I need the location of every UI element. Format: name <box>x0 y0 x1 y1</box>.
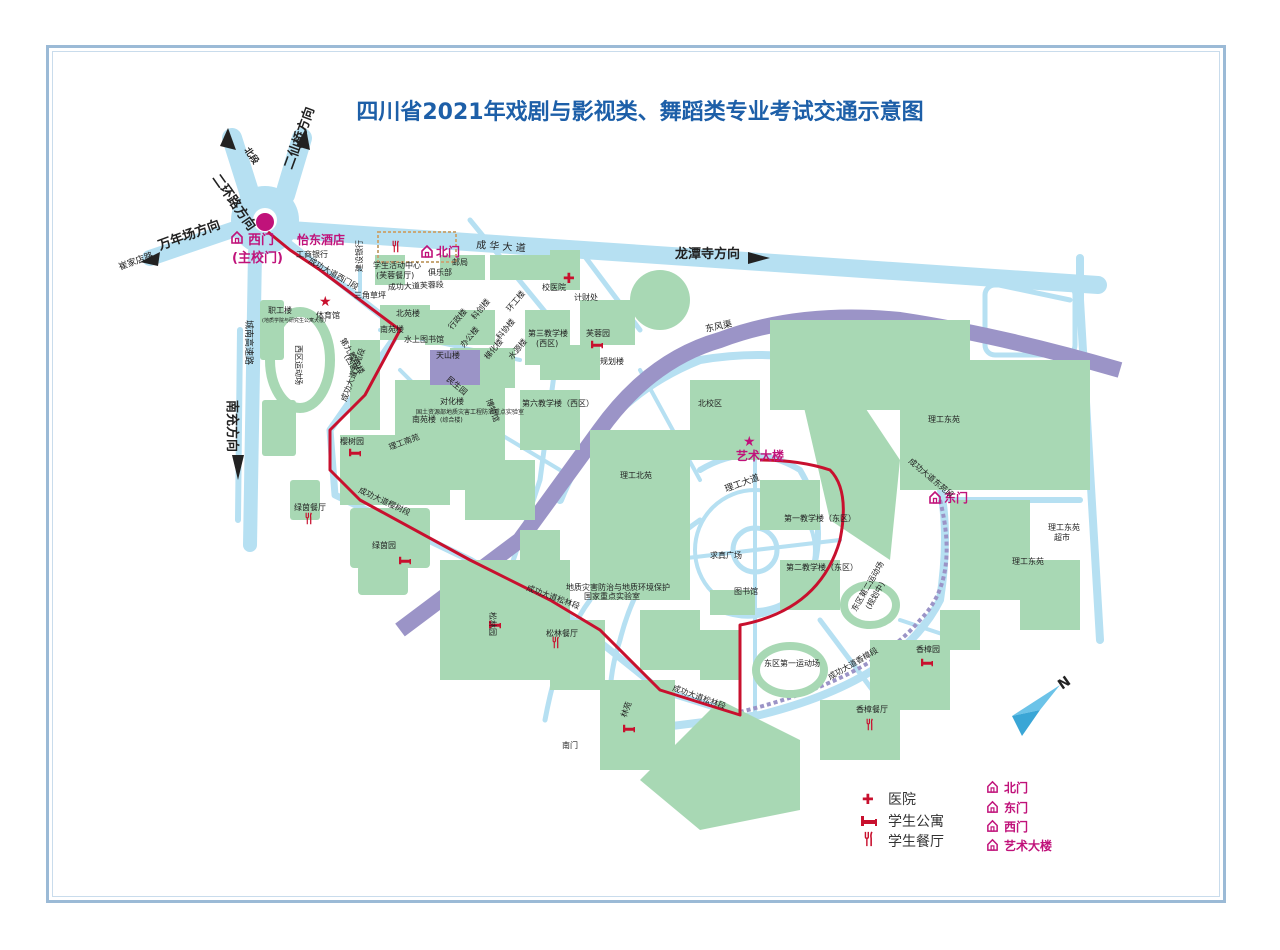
label-zhigong: 职工楼 <box>268 305 292 315</box>
legend-east: 东门 <box>1004 800 1028 815</box>
label-dizhen: 地质灾害防治与地质环境保护 <box>566 582 670 592</box>
legend: ✚ 医院 学生公寓 学生餐厅 北门 东门 西门 艺术大楼 <box>861 780 1052 853</box>
label-lvyinyuan: 绿茵园 <box>372 540 396 550</box>
label-lab-note2: (综合楼) <box>440 416 463 424</box>
label-activity-sub: (芙蓉餐厅) <box>376 270 414 280</box>
label-chengnan: 城南高速路 <box>243 320 255 365</box>
label-longtansi: 龙潭寺方向 <box>675 246 740 262</box>
legend-art: 艺术大楼 <box>1004 838 1052 853</box>
label-jicai: 计财处 <box>574 292 598 302</box>
label-jiao1: 第一教学楼（东区） <box>784 513 856 523</box>
label-jiao3-sub: (西区) <box>536 339 558 348</box>
label-songlinyuan: 松林园 <box>488 612 498 636</box>
label-avenue-furong: 成功大道芙蓉段 <box>388 279 444 292</box>
label-qiuzhen: 求真广场 <box>710 550 742 560</box>
label-beiyuan: 北苑楼 <box>396 308 420 318</box>
label-zhigong-note: (地质学院与研究生公寓大楼) <box>262 317 326 324</box>
label-guihua: 规划楼 <box>600 356 624 366</box>
label-lvyin: 绿茵餐厅 <box>294 502 326 512</box>
art-building-label[interactable]: 艺术大楼 <box>736 448 784 463</box>
compass-arrow <box>1012 685 1060 716</box>
label-avenue-west: 成功大道西门段 <box>307 255 360 292</box>
road-chenghua <box>281 221 1107 294</box>
label-jiao2: 第二教学楼（东区） <box>786 562 858 572</box>
label-nanchong: 南充方向 <box>224 400 240 452</box>
label-duihua: 对化楼 <box>440 396 464 406</box>
label-yingshu: 樱树园 <box>340 436 364 446</box>
label-library: 图书馆 <box>734 586 758 596</box>
label-market-sub: 超市 <box>1054 532 1070 542</box>
label-erxianqiao: 二仙桥方向 <box>281 105 318 172</box>
map-frame-inner <box>52 51 1220 897</box>
label-tianshan: 天山楼 <box>436 350 460 360</box>
label-bank: 工商银行 <box>296 249 328 259</box>
label-bank2: 建设银行 <box>354 240 364 272</box>
label-jiao6: 第六教学楼（西区） <box>522 398 594 408</box>
label-lab-note: 国土资源部地质灾害工程防治重点实验室 <box>416 408 524 416</box>
label-gym: 体育馆 <box>316 310 340 320</box>
gym-star-icon: ★ <box>319 294 332 310</box>
label-xiyun: 西区运动场 <box>294 345 304 385</box>
west-gate-marker[interactable] <box>256 213 274 231</box>
label-market: 理工东苑 <box>1048 522 1080 532</box>
label-ligongdongyuan2: 理工东苑 <box>1012 556 1044 566</box>
label-songlin-canteen: 松林餐厅 <box>546 628 578 638</box>
label-hospital: 校医院 <box>542 282 566 292</box>
legend-dorm: 学生公寓 <box>888 813 944 830</box>
hospital-icon: ✚ <box>563 271 575 287</box>
label-xiangzhangyuan: 香樟园 <box>916 644 940 654</box>
label-beixiaoqu: 北校区 <box>698 398 722 408</box>
label-furongyuan: 芙蓉园 <box>586 328 610 338</box>
compass-north: N <box>1055 673 1074 693</box>
east-dashed-road <box>739 499 949 714</box>
legend-canteen: 学生餐厅 <box>888 834 944 850</box>
legend-hospital-icon: ✚ <box>862 792 874 808</box>
label-post: 邮局 <box>452 257 468 267</box>
label-shuishang: 水上图书馆 <box>404 334 444 344</box>
hotel-label: 怡东酒店 <box>297 232 345 247</box>
label-activity: 学生活动中心 <box>373 260 421 270</box>
east-gate-label[interactable]: 东门 <box>944 490 968 505</box>
label-cuijiadian: 崔家店路 <box>117 249 155 273</box>
label-ligongdong: 理工东苑 <box>928 414 960 424</box>
label-xiangzhang-canteen: 香樟餐厅 <box>856 704 888 714</box>
north-gate-label[interactable]: 北门 <box>436 244 460 259</box>
label-jiao3: 第三教学楼 <box>528 328 568 338</box>
west-gate-sub: (主校门) <box>232 250 283 266</box>
label-dongsport1: 东区第一运动场 <box>764 658 820 668</box>
label-nanyuan: 南苑楼 <box>380 324 404 334</box>
exam-route <box>267 230 845 717</box>
label-club: 俱乐部 <box>428 267 452 277</box>
label-nanmen: 南门 <box>562 740 578 750</box>
label-ligongbei: 理工北苑 <box>620 470 652 480</box>
dongfeng-channel <box>395 309 1123 637</box>
label-chenghua: 成 华 大 道 <box>476 238 526 254</box>
buildings <box>260 250 1090 830</box>
label-sanjiao: 三角草坪 <box>354 290 386 300</box>
legend-hospital: 医院 <box>888 792 916 808</box>
map-title: 四川省2021年戏剧与影视类、舞蹈类专业考试交通示意图 <box>356 100 924 125</box>
west-gate-label[interactable]: 西门 <box>248 232 274 248</box>
label-dizhen-sub: 国家重点实验室 <box>584 591 640 601</box>
art-building-star-icon: ★ <box>743 434 756 450</box>
label-huanjing: 环工楼 <box>504 288 527 313</box>
direction-arrows <box>140 128 770 480</box>
north-gate-zone <box>377 231 457 263</box>
legend-west: 西门 <box>1004 819 1028 834</box>
legend-north: 北门 <box>1004 780 1028 795</box>
label-nanyuanlou: 南苑楼 <box>412 414 436 424</box>
